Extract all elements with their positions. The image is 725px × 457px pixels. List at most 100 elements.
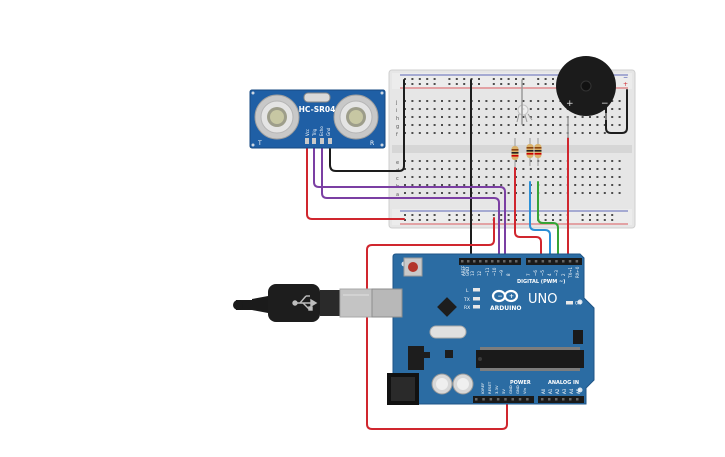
wire-led-green[interactable] bbox=[537, 181, 559, 263]
hole bbox=[618, 116, 621, 118]
sensor-pins[interactable] bbox=[305, 138, 332, 144]
hole bbox=[478, 184, 480, 186]
hole bbox=[433, 78, 436, 80]
wire-echo[interactable] bbox=[321, 142, 500, 263]
hole bbox=[485, 132, 488, 134]
wire-buzzer-gnd[interactable] bbox=[605, 89, 628, 134]
mount-hole bbox=[380, 143, 384, 147]
hole bbox=[507, 132, 510, 134]
hole bbox=[478, 108, 480, 110]
hole bbox=[492, 176, 495, 178]
usb-cable[interactable] bbox=[233, 284, 373, 322]
hole bbox=[455, 176, 458, 178]
wire-trig[interactable] bbox=[313, 142, 506, 263]
hole bbox=[485, 176, 488, 178]
hole bbox=[404, 184, 406, 186]
hole bbox=[515, 160, 517, 162]
hole bbox=[618, 124, 621, 126]
hole bbox=[507, 124, 510, 126]
hole bbox=[500, 78, 503, 80]
hole bbox=[603, 219, 606, 221]
hole bbox=[544, 184, 547, 186]
hole bbox=[529, 124, 532, 126]
power-label: POWER bbox=[510, 380, 531, 386]
ultrasonic-sensor[interactable]: HC-SR04 T R Vcc Trig Echo Gnd bbox=[249, 89, 386, 149]
arduino-uno[interactable]: AREF GND 13 12 ~11 ~10 ~9 8 7 ~6 ~5 4 ~3… bbox=[371, 253, 595, 405]
pin-label-11: ~11 bbox=[485, 267, 490, 276]
hole bbox=[618, 184, 621, 186]
power-header[interactable] bbox=[473, 396, 534, 403]
row-letter-e: e bbox=[396, 160, 399, 166]
hole bbox=[618, 168, 621, 170]
hole bbox=[515, 260, 518, 263]
hole bbox=[589, 184, 591, 186]
hole bbox=[581, 124, 584, 126]
icsp-header bbox=[573, 330, 583, 344]
hole bbox=[509, 260, 512, 263]
transducer-right bbox=[333, 94, 379, 140]
hole bbox=[552, 192, 554, 194]
buzzer-minus-label: − bbox=[601, 99, 609, 109]
power-pin-labels: IOREF RESET 3.3V 5V GND GND Vin bbox=[480, 381, 527, 394]
hole bbox=[492, 160, 495, 162]
hole bbox=[559, 219, 562, 221]
digital-pin-labels: AREF GND 13 12 ~11 ~10 ~9 8 7 ~6 ~5 4 ~3… bbox=[461, 265, 580, 279]
hole bbox=[507, 100, 510, 102]
resistors[interactable] bbox=[511, 138, 542, 168]
hole bbox=[455, 78, 458, 80]
wire-sensor-gnd[interactable] bbox=[329, 79, 405, 172]
hole bbox=[463, 116, 466, 118]
hole bbox=[448, 168, 451, 170]
mount-hole bbox=[577, 299, 583, 305]
hole bbox=[455, 116, 458, 118]
hole bbox=[559, 214, 562, 216]
piezo-buzzer[interactable]: + − bbox=[556, 56, 616, 138]
hole bbox=[418, 132, 421, 134]
hole bbox=[461, 260, 464, 263]
hole bbox=[492, 192, 495, 194]
hole bbox=[603, 160, 606, 162]
bottom-power-rail bbox=[392, 209, 632, 225]
hole bbox=[433, 192, 436, 194]
digital-header-left[interactable] bbox=[459, 258, 521, 265]
hole bbox=[492, 116, 495, 118]
wire-led-red[interactable] bbox=[514, 167, 542, 263]
wire-led-blue[interactable] bbox=[529, 181, 551, 263]
hole bbox=[589, 124, 591, 126]
hole bbox=[433, 83, 436, 85]
hole bbox=[497, 260, 500, 263]
led-tx bbox=[473, 297, 480, 301]
hole bbox=[507, 192, 510, 194]
sensor-pin-vcc bbox=[305, 138, 309, 144]
hole bbox=[463, 78, 466, 80]
hole bbox=[500, 124, 503, 126]
digital-header-right[interactable] bbox=[526, 258, 582, 265]
hole bbox=[522, 214, 525, 216]
wire-5v[interactable] bbox=[366, 217, 508, 430]
hole bbox=[611, 219, 614, 221]
hole bbox=[485, 124, 488, 126]
wire-sensor-vcc[interactable] bbox=[306, 142, 405, 220]
dc-jack-inner bbox=[391, 377, 415, 401]
hole bbox=[574, 132, 577, 134]
usb-plug-neck bbox=[320, 290, 340, 316]
pin-label-a0: A0 bbox=[541, 388, 546, 394]
hole bbox=[418, 160, 421, 162]
hole bbox=[522, 219, 525, 221]
analog-header[interactable] bbox=[538, 396, 584, 403]
hole bbox=[404, 78, 406, 80]
usb-metal-shell bbox=[339, 288, 373, 318]
row-letter-c: c bbox=[396, 176, 399, 182]
hole bbox=[537, 108, 540, 110]
resistor-1 bbox=[511, 138, 519, 168]
pin-label-a3: A3 bbox=[562, 388, 567, 394]
hole bbox=[618, 108, 621, 110]
logo-minus: − bbox=[498, 293, 503, 300]
hole bbox=[596, 132, 599, 134]
hole bbox=[603, 168, 606, 170]
regulator-tab bbox=[424, 352, 430, 358]
pin-label-7: 7 bbox=[526, 273, 531, 276]
pin-label-a1: A1 bbox=[548, 388, 553, 394]
hole bbox=[411, 176, 414, 178]
